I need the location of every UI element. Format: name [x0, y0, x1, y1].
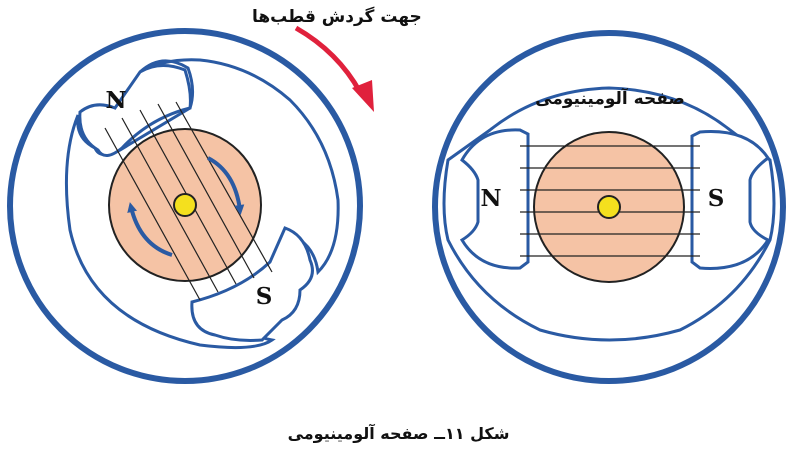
right-inner-frame-outline: [442, 86, 776, 342]
left-motor-diagram: N S: [7, 28, 363, 384]
right-pole-north-label: N: [480, 185, 501, 212]
aluminium-disk-label: صفحه آلومینیومی: [535, 87, 685, 109]
left-disk-rotation-arrow-left: [127, 202, 173, 257]
right-north-pole-piece: [459, 128, 530, 270]
right-pole-south-label: S: [708, 185, 725, 212]
pole-rotation-red-arrowhead: [352, 80, 374, 112]
left-disk-rotation-arrow-right: [207, 156, 245, 215]
pole-rotation-red-arrow: [294, 25, 363, 94]
pole-rotation-direction-label: جهت گردش قطب‌ها: [252, 6, 422, 27]
figure-caption: شکل ۱۱ــ صفحه آلومینیومی: [287, 424, 510, 443]
right-motor-diagram: N S صفحه آلومینیومی: [432, 30, 786, 384]
right-south-pole-piece: [690, 130, 771, 270]
left-axle: [173, 193, 197, 217]
left-flux-lines: [104, 101, 273, 301]
left-pole-north-label: N: [105, 87, 126, 114]
right-outer-frame-ring: [432, 30, 786, 384]
right-axle: [597, 195, 621, 219]
left-outer-frame-ring: [7, 28, 363, 384]
left-pole-south-label: S: [256, 283, 273, 310]
